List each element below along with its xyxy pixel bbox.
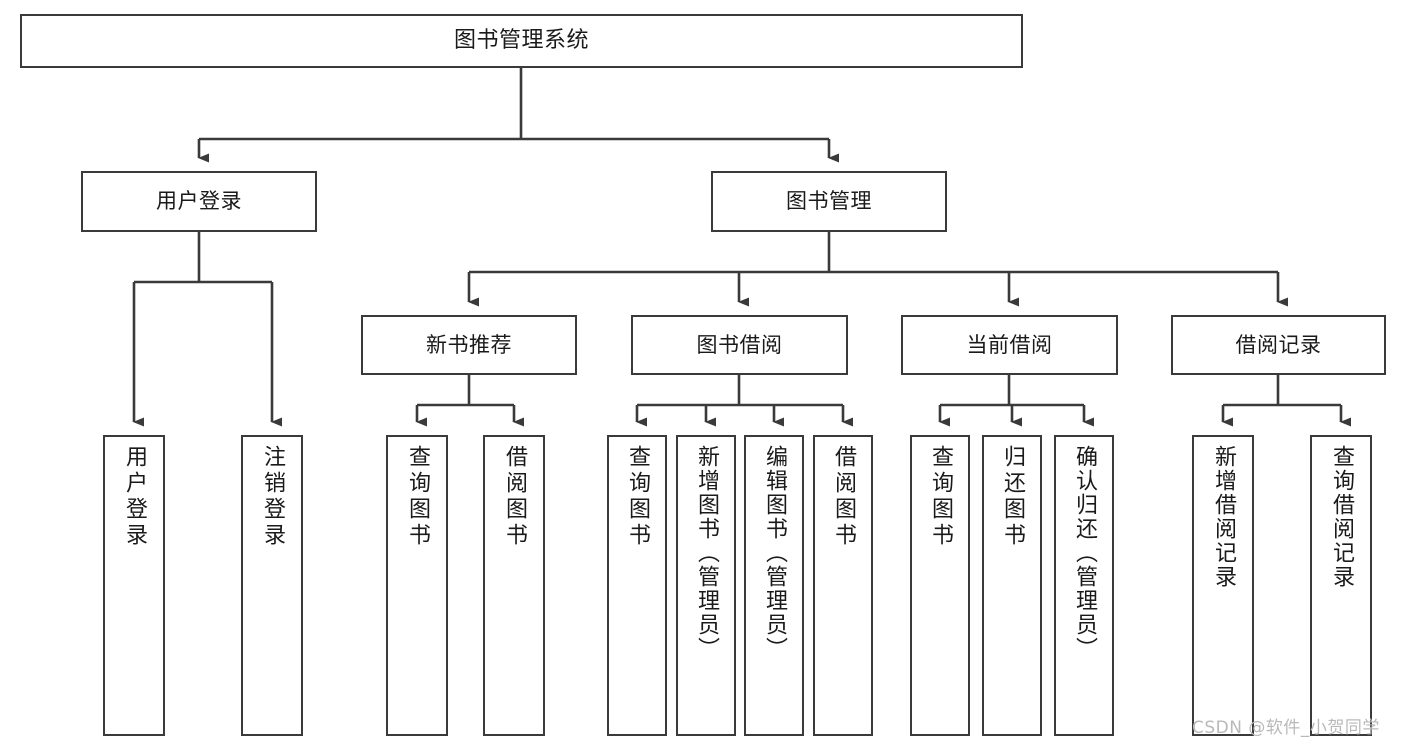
node-leaf-borrow-query-book-label: 查询图书 xyxy=(625,445,650,549)
node-leaf-cur-return-book-label: 归还图书 xyxy=(1000,445,1025,549)
node-root[interactable]: 图书管理系统 xyxy=(20,14,1023,68)
node-leaf-rec-query-record-label: 查询借阅记录 xyxy=(1329,445,1354,589)
node-borrow-record[interactable]: 借阅记录 xyxy=(1171,315,1386,375)
node-leaf-rec-add-record[interactable]: 新增借阅记录 xyxy=(1192,435,1254,736)
node-leaf-user-login[interactable]: 用户登录 xyxy=(103,435,165,736)
node-leaf-borrow-borrow-book[interactable]: 借阅图书 xyxy=(813,435,873,736)
node-leaf-rec-borrow-book-label: 借阅图书 xyxy=(502,445,527,549)
node-borrow-record-label: 借阅记录 xyxy=(1235,332,1322,357)
node-book-manage[interactable]: 图书管理 xyxy=(711,171,947,232)
node-leaf-borrow-add-book[interactable]: 新增图书（管理员） xyxy=(676,435,736,736)
node-leaf-borrow-borrow-book-label: 借阅图书 xyxy=(831,445,856,549)
node-book-manage-label: 图书管理 xyxy=(786,189,872,214)
node-new-book-recommend-label: 新书推荐 xyxy=(426,332,512,357)
node-leaf-rec-query-book[interactable]: 查询图书 xyxy=(386,435,448,736)
node-leaf-rec-query-book-label: 查询图书 xyxy=(405,445,430,549)
node-leaf-user-login-label: 用户登录 xyxy=(122,445,147,549)
csdn-watermark: CSDN @软件_小贺同学 xyxy=(1192,718,1380,738)
node-leaf-borrow-add-book-label: 新增图书（管理员） xyxy=(694,445,719,661)
node-leaf-rec-add-record-label: 新增借阅记录 xyxy=(1211,445,1236,589)
node-leaf-cur-query-book-label: 查询图书 xyxy=(928,445,953,549)
node-new-book-recommend[interactable]: 新书推荐 xyxy=(361,315,577,375)
node-root-label: 图书管理系统 xyxy=(453,28,589,54)
node-leaf-borrow-query-book[interactable]: 查询图书 xyxy=(607,435,667,736)
node-user-login[interactable]: 用户登录 xyxy=(81,171,317,232)
node-user-login-label: 用户登录 xyxy=(156,189,242,214)
node-leaf-rec-query-record[interactable]: 查询借阅记录 xyxy=(1310,435,1372,736)
node-leaf-cur-query-book[interactable]: 查询图书 xyxy=(910,435,970,736)
node-leaf-cur-confirm-return-label: 确认归还（管理员） xyxy=(1072,445,1097,661)
node-leaf-user-logout[interactable]: 注销登录 xyxy=(241,435,303,736)
node-leaf-user-logout-label: 注销登录 xyxy=(260,445,285,549)
node-leaf-rec-borrow-book[interactable]: 借阅图书 xyxy=(483,435,545,736)
node-leaf-cur-confirm-return[interactable]: 确认归还（管理员） xyxy=(1054,435,1114,736)
node-current-borrow[interactable]: 当前借阅 xyxy=(901,315,1118,375)
node-leaf-borrow-edit-book-label: 编辑图书（管理员） xyxy=(762,445,787,661)
node-book-borrow-label: 图书借阅 xyxy=(696,332,783,357)
node-current-borrow-label: 当前借阅 xyxy=(966,332,1053,357)
node-book-borrow[interactable]: 图书借阅 xyxy=(631,315,848,375)
node-leaf-cur-return-book[interactable]: 归还图书 xyxy=(982,435,1042,736)
node-leaf-borrow-edit-book[interactable]: 编辑图书（管理员） xyxy=(744,435,804,736)
